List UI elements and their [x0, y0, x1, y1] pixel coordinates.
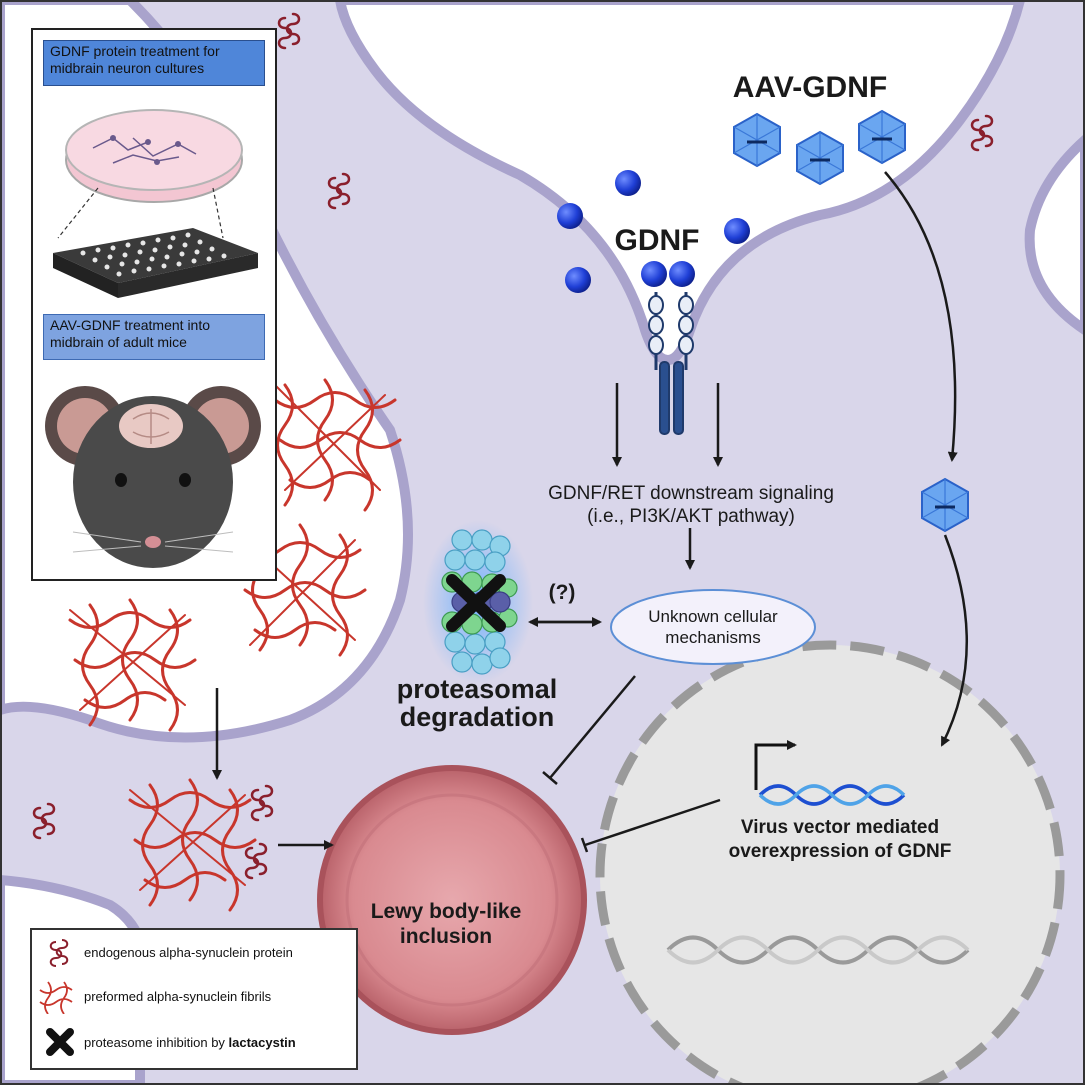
- legend-row-lactacystin: proteasome inhibition by lactacystin: [32, 1026, 356, 1060]
- fibril-cluster-3: [68, 598, 197, 732]
- legend-fibrils-text: preformed alpha-synuclein fibrils: [84, 989, 272, 1004]
- ret-receptor: [648, 292, 694, 435]
- inhibition-lines: [542, 675, 721, 853]
- culture-treatment-label: GDNF protein treatment for midbrain neur…: [43, 40, 265, 86]
- legend-row-fibrils: preformed alpha-synuclein fibrils: [32, 980, 356, 1014]
- fibril-icon: [39, 981, 73, 1014]
- culture-illustration: [33, 88, 275, 308]
- dna-blue-icon: [758, 784, 906, 806]
- endogenous-synuclein-icon: [49, 939, 69, 967]
- mouse-treatment-text: AAV-GDNF treatment into midbrain of adul…: [50, 317, 211, 350]
- proteasome-icon: [423, 520, 533, 684]
- fibril-cluster-1: [273, 378, 402, 512]
- petri-dish-icon: [65, 109, 243, 203]
- well-plate-icon: [53, 228, 258, 298]
- aav-gdnf-label: AAV-GDNF: [733, 71, 887, 104]
- aav-capsid-icon: [858, 109, 906, 165]
- unknown-mechanisms-line1: Unknown cellular: [648, 607, 778, 626]
- legend-endogenous-text: endogenous alpha-synuclein protein: [84, 945, 293, 960]
- fibril-cluster-4: [128, 778, 257, 912]
- transcription-start-arrow: [754, 740, 797, 790]
- gdnf-label: GDNF: [615, 224, 700, 257]
- aav-capsids: [733, 109, 969, 533]
- aav-capsid-icon: [733, 112, 781, 168]
- x-mark-icon: [46, 1028, 74, 1056]
- gdnf-protein-icons: [557, 170, 750, 293]
- unknown-mechanisms-ellipse: [610, 589, 816, 665]
- aav-capsid-icon: [796, 130, 844, 186]
- culture-treatment-text: GDNF protein treatment for midbrain neur…: [50, 43, 220, 76]
- proteasomal-label-line2: degradation: [400, 702, 555, 732]
- nucleus: [595, 640, 1065, 1085]
- question-label: (?): [549, 581, 576, 604]
- unknown-mechanisms-line2: mechanisms: [665, 628, 760, 647]
- signaling-label-line2: (i.e., PI3K/AKT pathway): [587, 506, 795, 527]
- legend-lactacystin-prefix: proteasome inhibition by: [84, 1035, 229, 1050]
- mouse-head-icon: [45, 386, 261, 568]
- virus-label-line1: Virus vector mediated: [741, 817, 939, 838]
- mouse-illustration: [33, 364, 275, 574]
- lewy-label-line2: inclusion: [400, 925, 492, 948]
- mouse-treatment-label: AAV-GDNF treatment into midbrain of adul…: [43, 314, 265, 360]
- lewy-label-line1: Lewy body-like: [371, 900, 522, 923]
- legend-row-endogenous: endogenous alpha-synuclein protein: [32, 936, 356, 970]
- legend: endogenous alpha-synuclein protein prefo…: [30, 928, 358, 1070]
- signaling-label-line1: GDNF/RET downstream signaling: [548, 483, 834, 504]
- proteasomal-label-line1: proteasomal: [397, 674, 558, 704]
- aav-capsid-icon: [921, 477, 969, 533]
- experimental-models-panel: GDNF protein treatment for midbrain neur…: [31, 28, 277, 581]
- pathway-arrows: [212, 171, 968, 850]
- legend-lactacystin-bold: lactacystin: [228, 1035, 296, 1050]
- dna-gray-icon: [666, 935, 970, 965]
- legend-lactacystin-text: proteasome inhibition by lactacystin: [84, 1035, 296, 1050]
- virus-label-line2: overexpression of GDNF: [729, 841, 952, 862]
- endogenous-alpha-synuclein-icons: [32, 12, 994, 880]
- preformed-fibril-clusters: [68, 378, 402, 912]
- lewy-body-inclusion: [317, 765, 587, 1035]
